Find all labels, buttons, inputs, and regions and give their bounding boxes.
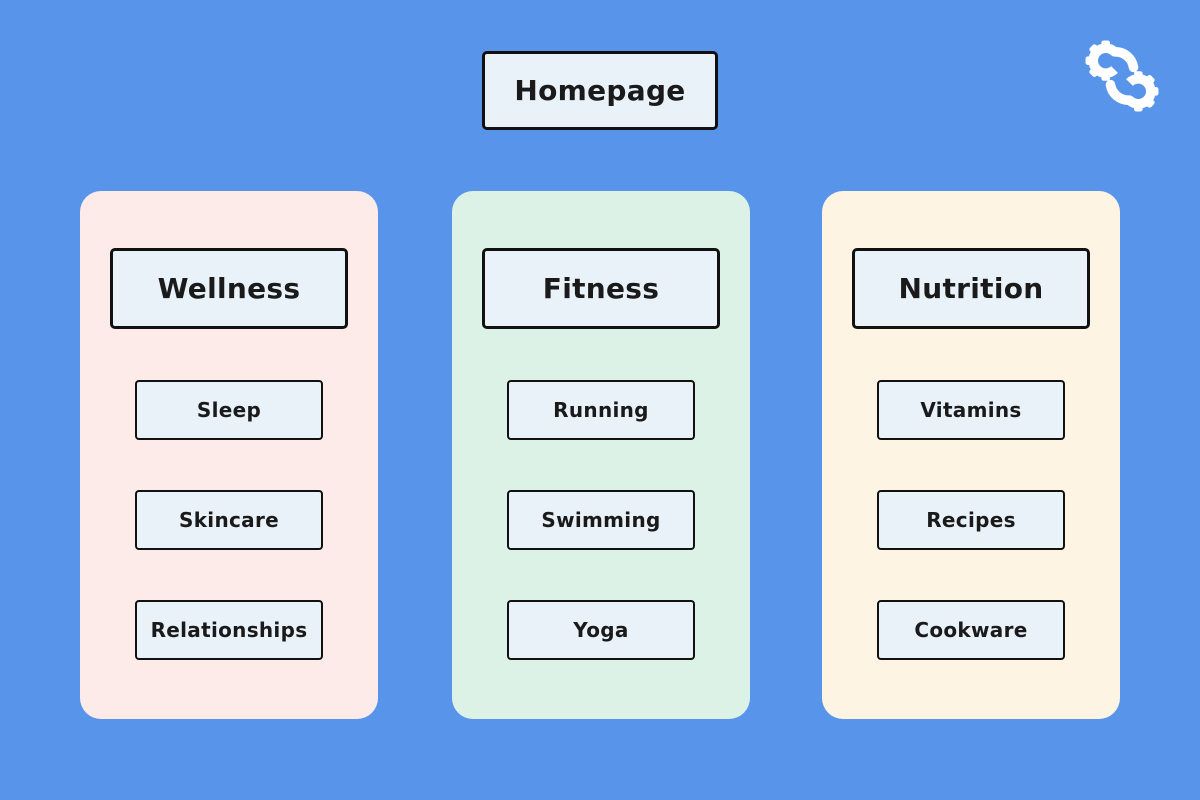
page-node-swimming: Swimming xyxy=(507,490,695,550)
page-node-vitamins: Vitamins xyxy=(877,380,1065,440)
page-node-running: Running xyxy=(507,380,695,440)
category-node-nutrition: Nutrition xyxy=(852,248,1090,329)
homepage-node: Homepage xyxy=(482,51,718,130)
category-panel-fitness: Fitness Running Swimming Yoga xyxy=(452,191,750,719)
page-node-skincare: Skincare xyxy=(135,490,323,550)
interlocking-gears-logo-icon xyxy=(1074,28,1170,124)
category-panel-nutrition: Nutrition Vitamins Recipes Cookware xyxy=(822,191,1120,719)
page-node-recipes: Recipes xyxy=(877,490,1065,550)
page-node-sleep: Sleep xyxy=(135,380,323,440)
category-panel-wellness: Wellness Sleep Skincare Relationships xyxy=(80,191,378,719)
category-node-wellness: Wellness xyxy=(110,248,348,329)
page-node-cookware: Cookware xyxy=(877,600,1065,660)
category-node-fitness: Fitness xyxy=(482,248,720,329)
page-node-yoga: Yoga xyxy=(507,600,695,660)
page-node-relationships: Relationships xyxy=(135,600,323,660)
